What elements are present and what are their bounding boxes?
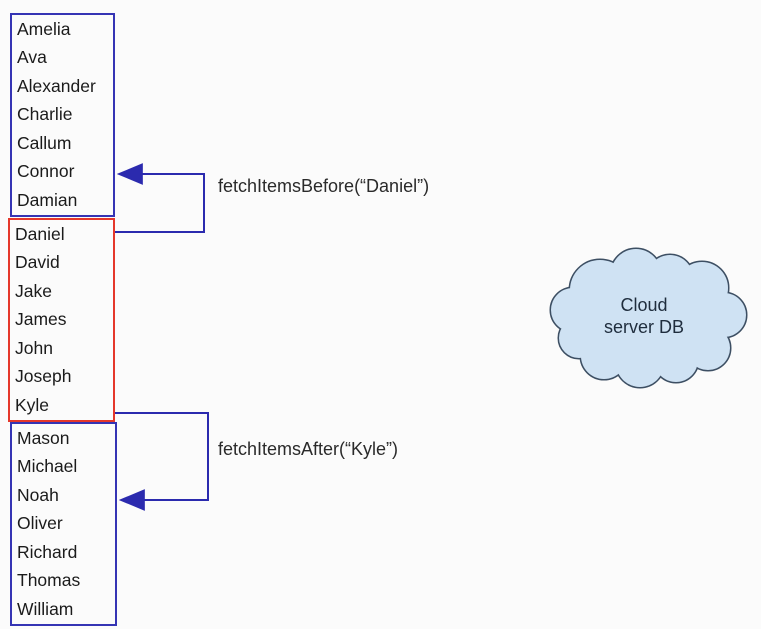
list-item: Ava <box>17 47 47 68</box>
fetch-items-before-label: fetchItemsBefore(“Daniel”) <box>218 176 430 196</box>
list-box-items-after: Mason Michael Noah Oliver Richard Thomas… <box>10 422 117 626</box>
fetch-before-arrow <box>114 163 205 233</box>
list-item: Noah <box>17 484 59 505</box>
list-item: Thomas <box>17 570 81 591</box>
list-item: Joseph <box>15 366 72 387</box>
fetch-after-arrow <box>114 412 209 511</box>
fetch-items-after-label: fetchItemsAfter(“Kyle”) <box>218 439 399 459</box>
list-item: Kyle <box>15 394 50 415</box>
list-item: Connor <box>17 161 75 182</box>
list-item: Oliver <box>17 513 63 534</box>
list-item: Daniel <box>15 223 65 244</box>
list-box-current-window: Daniel David Jake James John Joseph Kyle <box>8 218 115 422</box>
cloud-label-line1: Cloud <box>620 295 668 315</box>
cloud-label-line2: server DB <box>603 317 684 337</box>
list-item: John <box>15 337 53 358</box>
cloud-shape <box>549 247 748 389</box>
list-item: David <box>15 252 60 273</box>
list-item: Jake <box>15 280 52 301</box>
list-item: James <box>15 309 67 330</box>
list-item: Mason <box>17 427 70 448</box>
list-item: William <box>17 598 74 619</box>
list-item: Richard <box>17 541 78 562</box>
list-item: Alexander <box>17 75 96 96</box>
list-item: Amelia <box>17 18 71 39</box>
list-item: Charlie <box>17 104 73 125</box>
list-item: Damian <box>17 189 78 210</box>
list-item: Michael <box>17 456 78 477</box>
list-item: Callum <box>17 132 72 153</box>
cloud-server-db-label: Cloud server DB <box>564 294 724 338</box>
list-box-items-before: Amelia Ava Alexander Charlie Callum Conn… <box>10 13 115 217</box>
